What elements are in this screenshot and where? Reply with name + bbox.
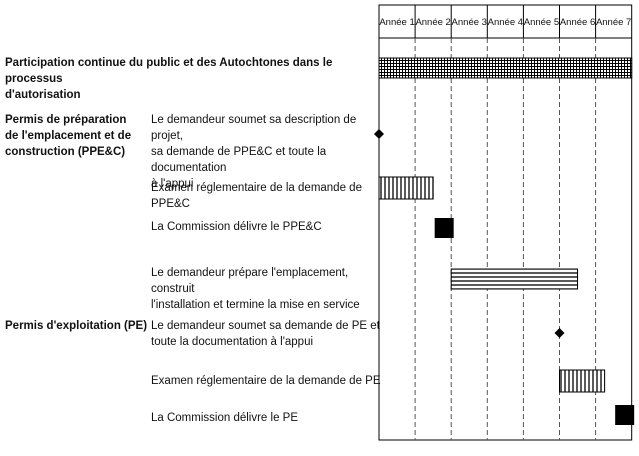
phase-pe-label: Permis d'exploitation (PE)	[5, 320, 148, 332]
task-label-review-ppec: Examen réglementaire de la demande de PP…	[151, 182, 362, 210]
milestone-square-t3	[434, 218, 454, 238]
task-bar-t6	[559, 369, 606, 393]
task-label-submit-pe: Le demandeur soumet sa demande de PE et …	[151, 320, 380, 348]
task-label-review-pe: Examen réglementaire de la demande de PE	[151, 375, 381, 387]
task-bar-t2	[378, 176, 434, 200]
task-label-construct: Le demandeur prépare l'emplacement, cons…	[151, 267, 360, 311]
task-label-issue-pe: La Commission délivre le PE	[151, 412, 299, 424]
task-label-issue-ppec: La Commission délivre le PPE&C	[151, 221, 322, 233]
milestone-square-t7	[615, 405, 635, 425]
year-label: Année 2	[415, 17, 450, 28]
year-label: Année 1	[379, 17, 414, 28]
task-bars	[374, 57, 635, 425]
grid-frame	[378, 4, 633, 441]
year-label: Année 3	[452, 17, 487, 28]
task-bar-t4	[450, 268, 579, 290]
participation-bar	[378, 57, 633, 79]
year-label: Année 4	[488, 17, 523, 28]
year-label: Année 6	[560, 17, 595, 28]
phase-ppec-label: Permis de préparation de l'emplacement e…	[5, 114, 132, 158]
milestone-diamond-t5	[554, 328, 565, 338]
timeline-grid	[378, 4, 633, 441]
phase-participation-label: Participation continue du public et des …	[5, 57, 333, 101]
task-label-submit-ppec: Le demandeur soumet sa description de pr…	[151, 114, 357, 190]
year-label: Année 5	[524, 17, 559, 28]
year-label: Année 7	[596, 17, 631, 28]
milestone-diamond-t1	[374, 129, 384, 139]
